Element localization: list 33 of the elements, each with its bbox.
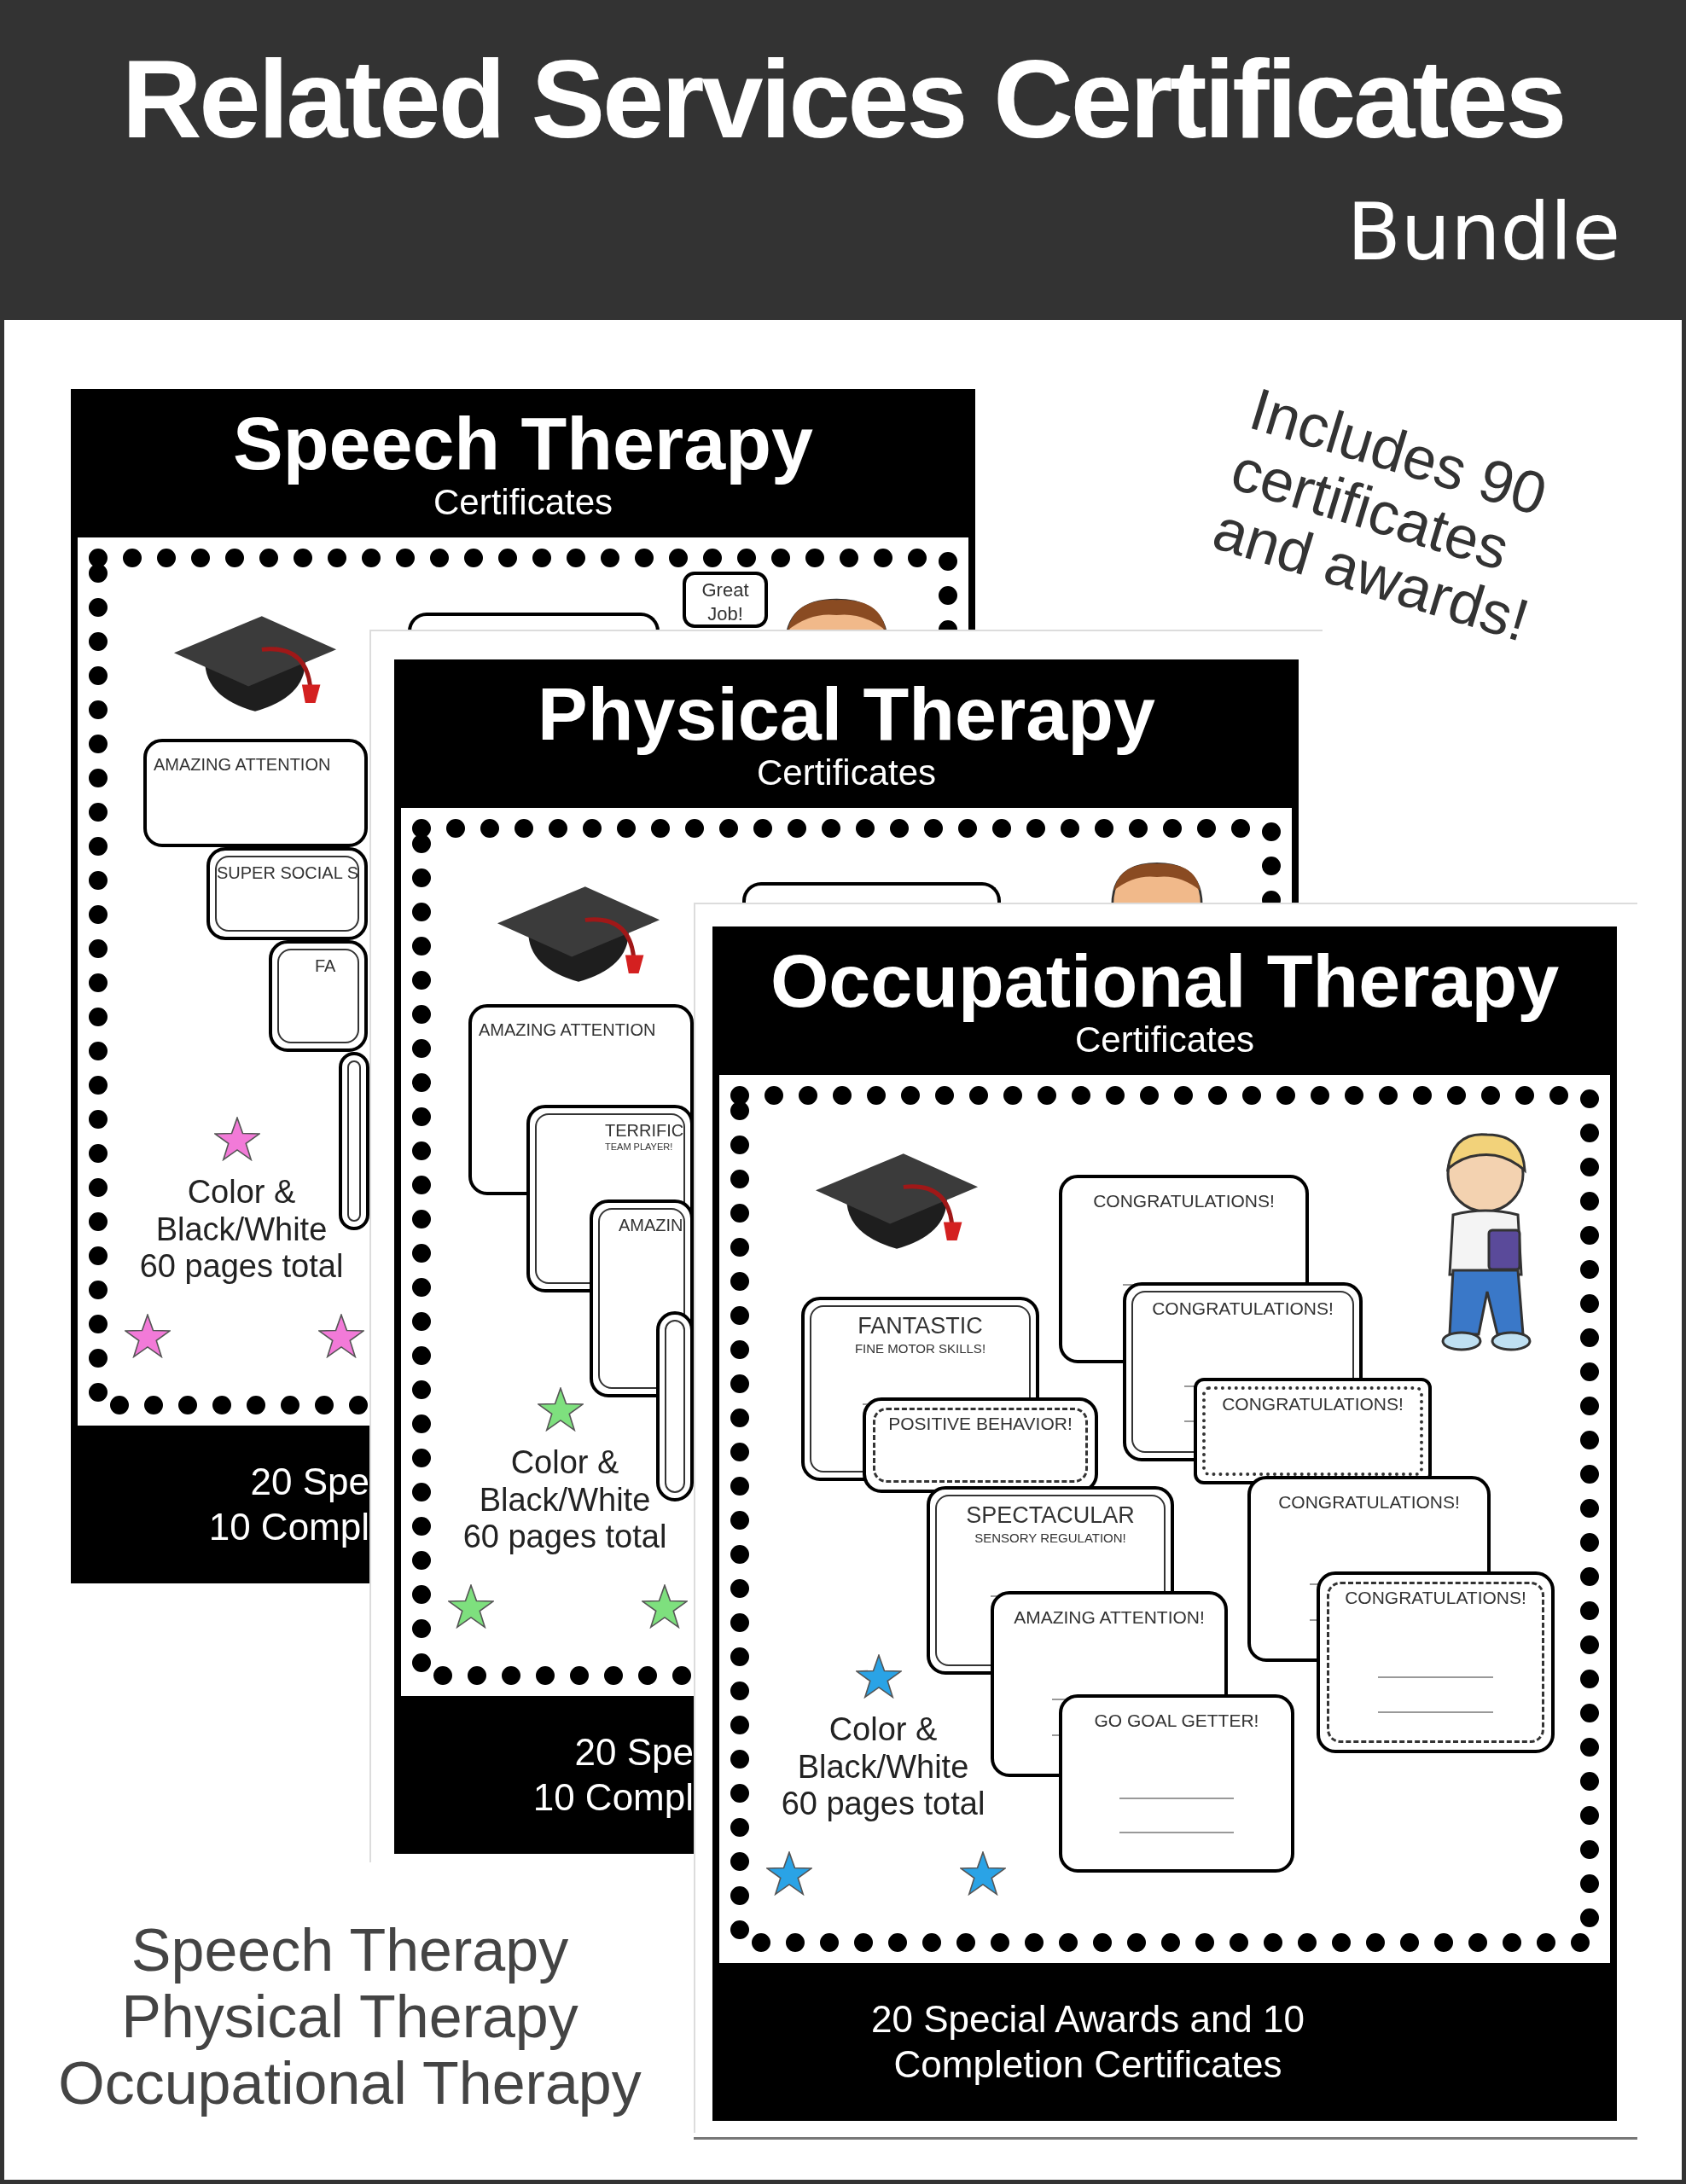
certificate-title: AMAZIN bbox=[619, 1215, 683, 1236]
certificate-title: Great Job! bbox=[701, 578, 750, 625]
certificate-title: GO GOAL GETTER! bbox=[1094, 1710, 1259, 1732]
certificate-title: CONGRATULATIONS! bbox=[1345, 1587, 1526, 1609]
certificate-title: POSITIVE BEHAVIOR! bbox=[888, 1413, 1073, 1435]
certificate-title: FA bbox=[315, 956, 336, 977]
certificate-title: AMAZING ATTENTION bbox=[154, 754, 331, 775]
page-count-note: Color & Black/White 60 pages total bbox=[780, 1711, 986, 1824]
title: Related Services Certificates bbox=[121, 44, 1565, 154]
cover-subtitle: Certificates bbox=[433, 485, 613, 520]
certificate-title: FANTASTIC bbox=[858, 1312, 983, 1340]
certificate-title: AMAZING ATTENTION! bbox=[1014, 1606, 1205, 1629]
certificate-subtitle: TEAM PLAYER! bbox=[605, 1141, 673, 1153]
award-count-text: 20 Spe 10 Compl bbox=[207, 1459, 369, 1549]
certificate-title: AMAZING ATTENTION bbox=[479, 1019, 656, 1041]
cover-subtitle: Certificates bbox=[1074, 1022, 1256, 1058]
page-count-note: Color & Black/White 60 pages total bbox=[462, 1444, 668, 1557]
certificate-subtitle: SENSORY REGULATION! bbox=[974, 1530, 1126, 1547]
page-count-note: Color & Black/White 60 pages total bbox=[138, 1174, 345, 1287]
certificate-title: SPECTACULAR bbox=[966, 1502, 1135, 1530]
certificate-title: CONGRATULATIONS! bbox=[1093, 1190, 1275, 1212]
certificate-title: TERRIFIC bbox=[605, 1120, 684, 1141]
certificate-frame bbox=[656, 1311, 694, 1502]
award-count-text: 20 Spe 10 Compl bbox=[532, 1729, 694, 1820]
cover-subtitle: Certificates bbox=[756, 755, 937, 791]
certificate-card bbox=[863, 1397, 1098, 1493]
certificate-title: CONGRATULATIONS! bbox=[1222, 1393, 1404, 1415]
certificate-title: SUPER SOCIAL S bbox=[217, 863, 358, 884]
subtitle: Bundle bbox=[1346, 194, 1620, 272]
award-count-text: 20 Special Awards and 10 Completion Certificates bbox=[870, 1996, 1305, 2087]
certificate-title: CONGRATULATIONS! bbox=[1152, 1298, 1334, 1320]
certificate-subtitle: FINE MOTOR SKILLS! bbox=[854, 1340, 986, 1357]
certificate-title: CONGRATULATIONS! bbox=[1278, 1491, 1460, 1513]
